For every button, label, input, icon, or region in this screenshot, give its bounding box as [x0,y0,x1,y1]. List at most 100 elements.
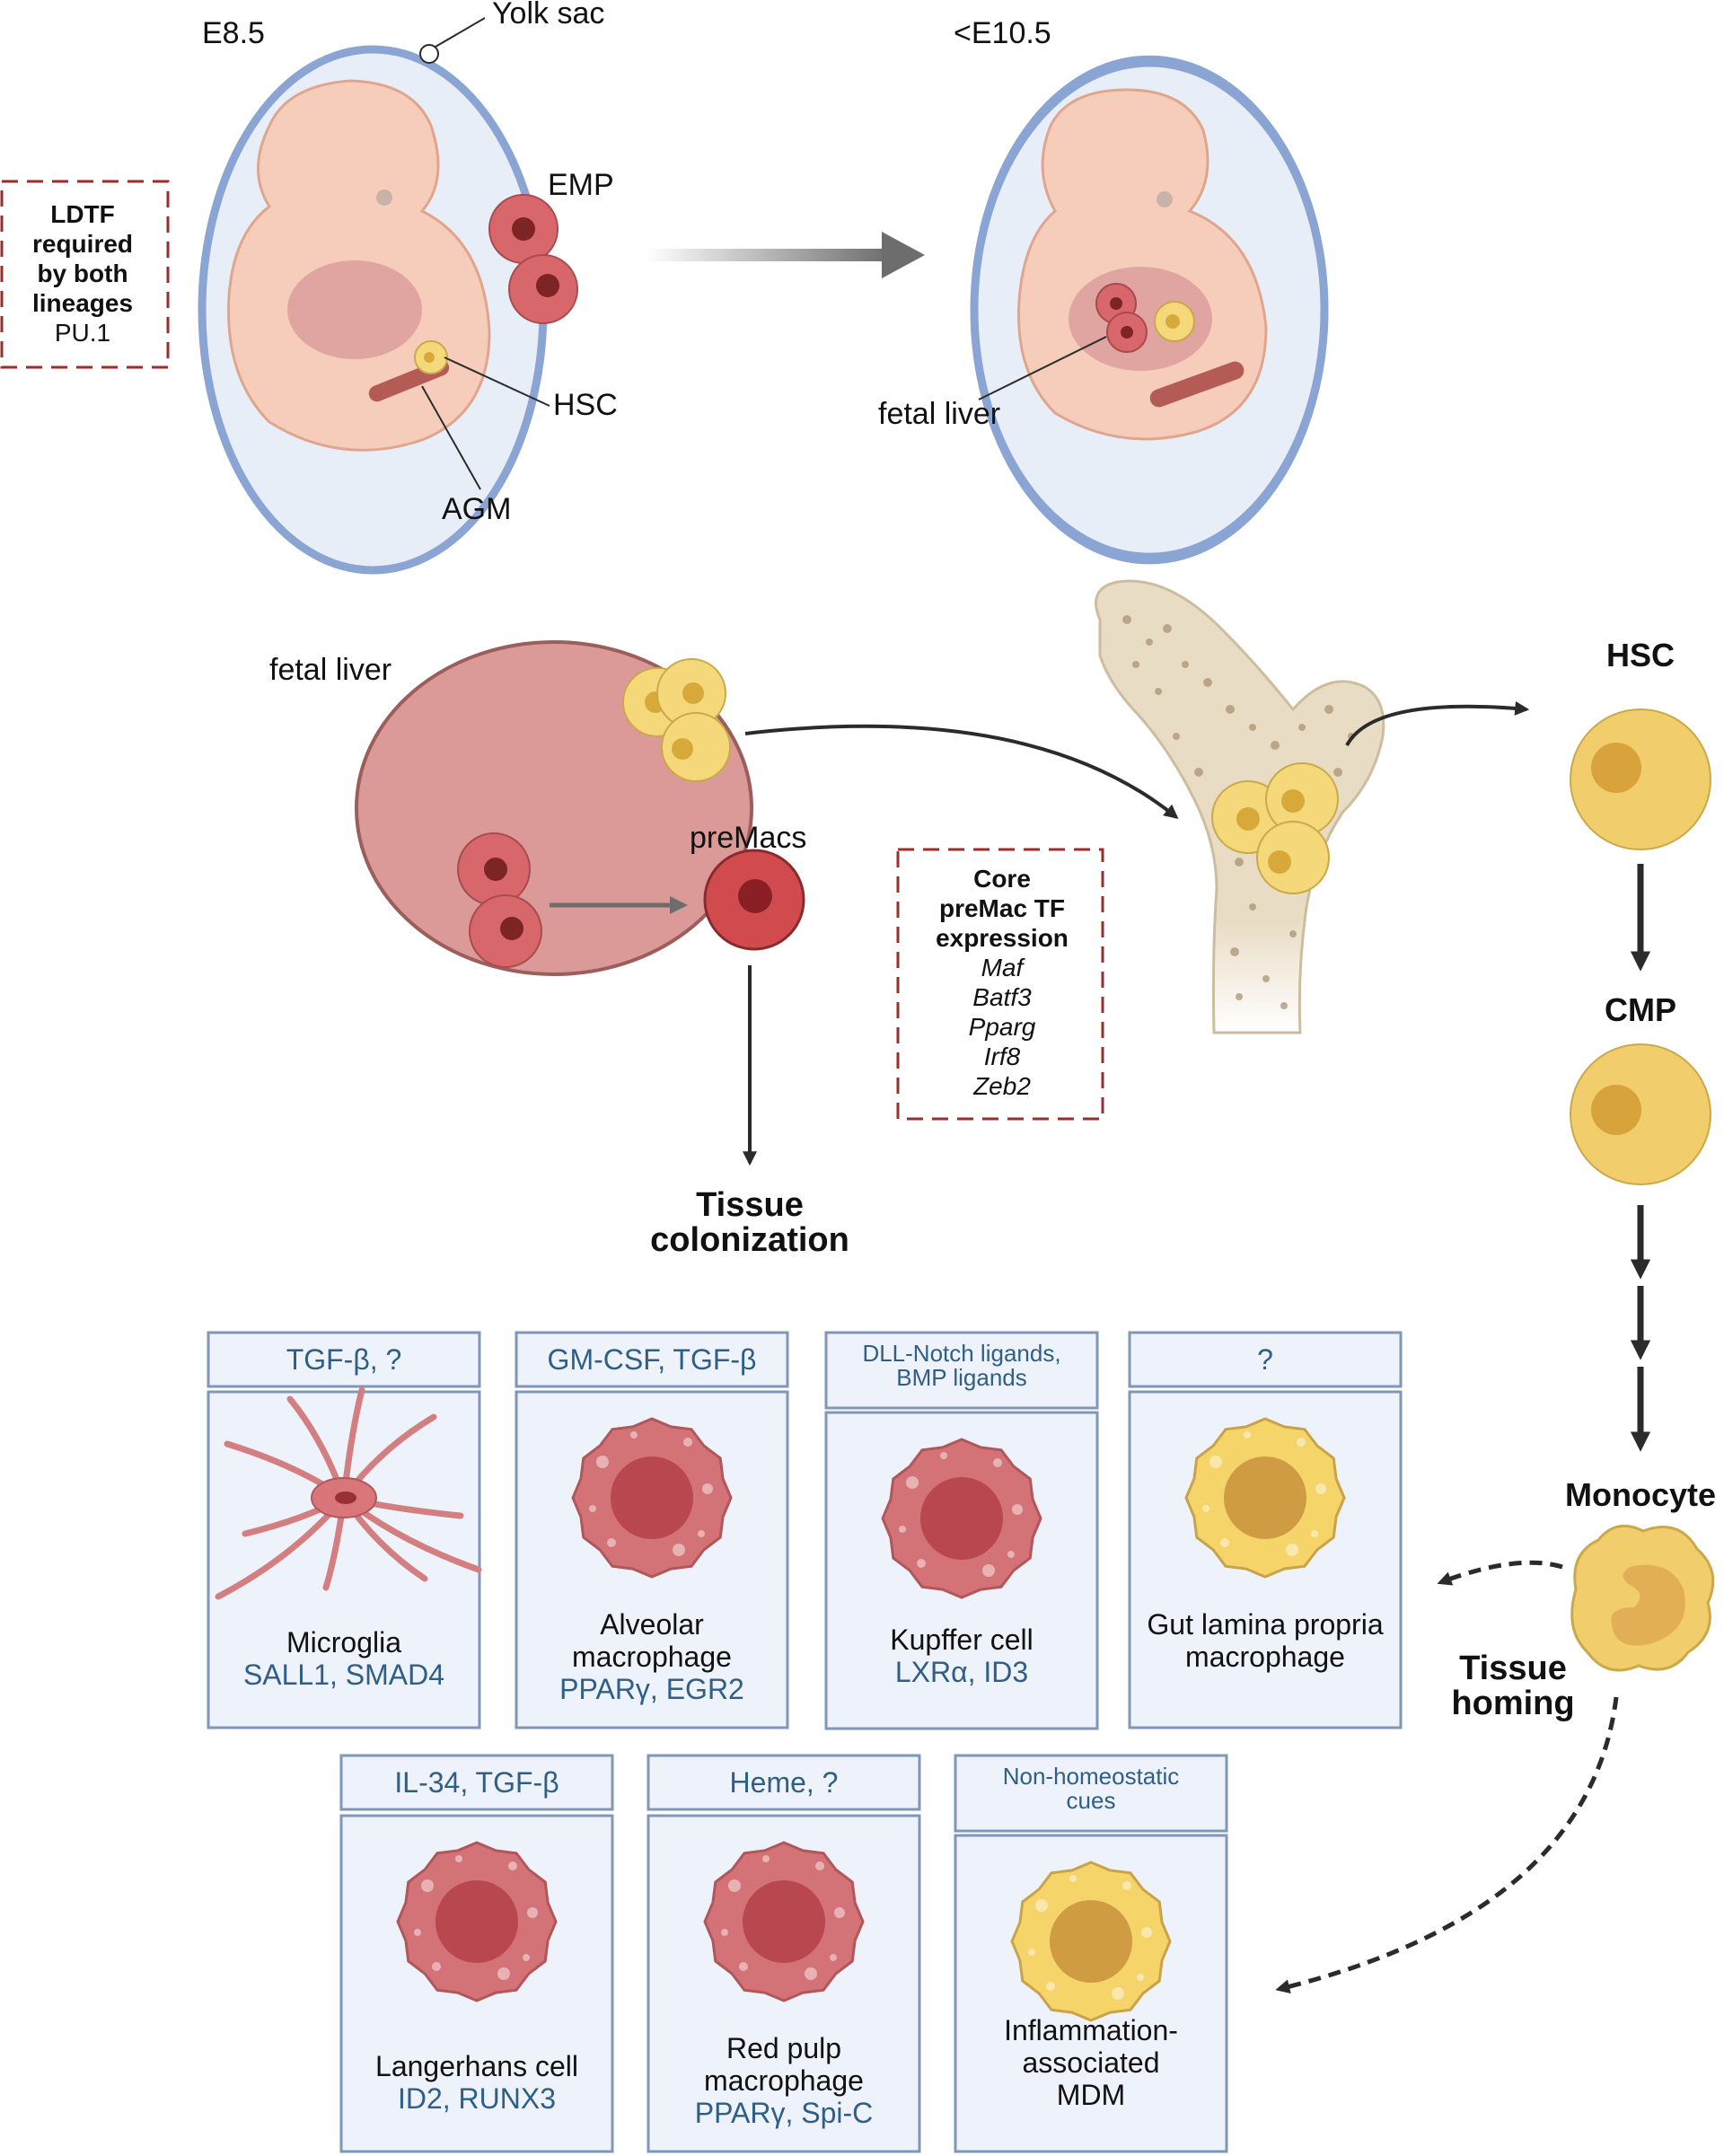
vesicle [721,1929,728,1936]
panel-cue-label: ? [1257,1343,1273,1376]
panel-markers: PPARγ, EGR2 [559,1673,744,1705]
vesicle [805,1967,817,1980]
panel-markers: LXRα, ID3 [895,1656,1028,1688]
yolk-sac-label: Yolk sac [492,0,604,31]
fetal-liver-section: fetal liver preMacs Tissue colonization [269,640,849,1259]
panel-cell-name: associated [1023,2046,1160,2079]
embryo-body-2 [1017,88,1268,441]
vesicle [1286,1544,1298,1556]
vesicle [630,1431,638,1439]
vesicle [673,1544,685,1556]
panel-header-box [954,1754,1228,1833]
vesicle [1137,1974,1144,1981]
stage-transition-arrow [646,232,925,278]
gene-irf8: Irf8 [984,1043,1021,1070]
gene-pparg: Pparg [969,1013,1036,1041]
myeloid-lineage-column: HSC CMP Monocyte [1565,637,1716,1672]
panel-cell-name: Microglia [286,1626,401,1659]
macrophage-nucleus [743,1880,825,1963]
hsc-label-top: HSC [553,388,618,422]
vesicle [917,1559,926,1568]
panel-cell-name: MDM [1057,2079,1125,2111]
panel-cue-label: GM-CSF, TGF-β [548,1343,757,1376]
vesicle [1007,1551,1015,1558]
vesicle [739,1962,748,1971]
panel-cell-name: Langerhans cell [375,2050,578,2082]
microglia-cell [215,1386,482,1600]
panel-header-box [515,1331,789,1388]
svg-text:required: required [32,230,133,258]
panel-cell-name: macrophage [572,1641,732,1673]
panel-header-box [207,1331,481,1388]
vesicle [1122,1881,1131,1890]
embryo-e85: E8.5 Yolk sac EMP HSC AGM [198,0,618,575]
hsc-cell [1570,708,1711,850]
vesicle [1069,1875,1077,1882]
svg-text:expression: expression [936,924,1069,952]
vesicle [1315,1483,1326,1494]
embryo-eye [376,189,392,206]
svg-text:lineages: lineages [32,289,133,317]
vesicle [1012,1504,1023,1515]
panel-header-box [1128,1331,1403,1388]
monocyte-label: Monocyte [1565,1476,1716,1513]
vesicle [455,1855,462,1862]
emp-label: EMP [548,168,614,202]
vesicle [1046,1982,1055,1991]
vesicle [432,1962,441,1971]
panel-cue-label: TGF-β, ? [286,1343,402,1376]
vesicle [1028,1949,1035,1956]
vesicle [815,1861,824,1870]
panel-cell-name: Kupffer cell [890,1624,1034,1656]
vesicle [508,1861,517,1870]
stage-e105-label: <E10.5 [954,16,1051,50]
vesicle [899,1526,906,1533]
panel-cue-label: cues [1067,1787,1116,1814]
embryo-e105: <E10.5 fetal liver [878,16,1329,565]
vesicle [1112,1987,1124,2000]
macrophage-nucleus [1050,1900,1132,1983]
vesicle [589,1505,596,1512]
vesicle [993,1458,1002,1467]
panel-header-box [339,1754,614,1811]
tissue-colonization-label-1: Tissue [696,1186,804,1224]
pink-macrophage-cell [703,1841,865,2002]
stage-e85-label: E8.5 [202,16,265,50]
vesicle [1297,1438,1306,1447]
yolk-sac-pointer [419,44,439,64]
vesicle [421,1879,434,1892]
tissue-homing-label-2: homing [1451,1685,1574,1722]
gene-batf3: Batf3 [972,983,1032,1011]
panel-cell-name: Red pulp [726,2032,841,2064]
vesicle [527,1907,538,1918]
core-premac-tf-box: Core preMac TF expression Maf Batf3 Ppar… [896,848,1104,1121]
panel-cell-name: Alveolar [600,1608,704,1641]
yellow-macrophage-cell [1010,1861,1172,2022]
panel-markers: SALL1, SMAD4 [243,1659,444,1691]
tissue-colonization-label-2: colonization [650,1221,849,1259]
vesicle [834,1907,845,1918]
liver-to-bone-arrow [744,724,1179,820]
svg-text:preMac TF: preMac TF [939,894,1065,922]
monocyte-to-gut-arrow [1437,1560,1563,1586]
pink-macrophage-cell [396,1841,558,2002]
cmp-label: CMP [1605,991,1676,1028]
premacs-label: preMacs [690,821,806,855]
pink-macrophage-cell [571,1417,733,1579]
yellow-macrophage-cell [1184,1417,1346,1579]
panel-cell-name: Gut lamina propria [1147,1608,1383,1641]
panel-cell-name: macrophage [1185,1641,1345,1673]
panel-cue-label: BMP ligands [896,1364,1027,1391]
microglia-nucleus [335,1492,356,1504]
panel-markers: ID2, RUNX3 [398,2082,556,2115]
bone-marrow [1095,579,1385,1034]
vesicle [906,1476,919,1489]
vesicle [728,1879,741,1892]
vesicle [702,1483,713,1494]
